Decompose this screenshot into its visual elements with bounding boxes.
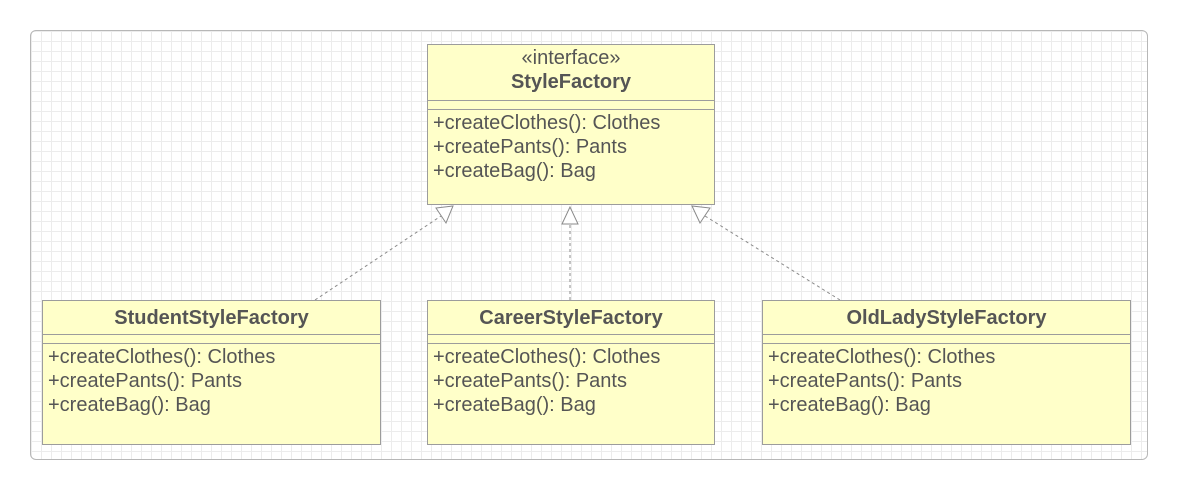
class-careerstylefactory[interactable]: CareerStyleFactory +createClothes(): Clo…: [427, 300, 715, 445]
class-oldladystylefactory[interactable]: OldLadyStyleFactory +createClothes(): Cl…: [762, 300, 1131, 445]
class-header: StudentStyleFactory: [43, 301, 380, 335]
class-attributes-compartment: [43, 335, 380, 344]
class-stereotype: «interface»: [521, 47, 621, 69]
class-attributes-compartment: [763, 335, 1130, 344]
class-name: StyleFactory: [510, 71, 632, 93]
class-operation: +createPants(): Pants: [768, 370, 962, 392]
interface-class-stylefactory[interactable]: «interface» StyleFactory +createClothes(…: [427, 44, 715, 205]
class-operation: +createPants(): Pants: [433, 370, 627, 392]
class-studentstylefactory[interactable]: StudentStyleFactory +createClothes(): Cl…: [42, 300, 381, 445]
realization-student: [314, 205, 454, 301]
class-operation: +createClothes(): Clothes: [433, 112, 661, 134]
class-header: CareerStyleFactory: [428, 301, 714, 335]
class-operations-compartment: +createClothes(): Clothes +createPants()…: [763, 344, 1130, 417]
class-name: OldLadyStyleFactory: [846, 307, 1047, 329]
class-operation: +createClothes(): Clothes: [48, 346, 276, 368]
class-operation: +createClothes(): Clothes: [768, 346, 996, 368]
class-attributes-compartment: [428, 335, 714, 344]
class-name: CareerStyleFactory: [479, 307, 663, 329]
class-operation: +createBag(): Bag: [433, 160, 596, 182]
class-operation: +createBag(): Bag: [768, 394, 931, 416]
class-name: StudentStyleFactory: [114, 307, 309, 329]
class-header: OldLadyStyleFactory: [763, 301, 1130, 335]
class-operations-compartment: +createClothes(): Clothes +createPants()…: [43, 344, 380, 417]
class-operations-compartment: +createClothes(): Clothes +createPants()…: [428, 110, 714, 183]
class-operation: +createBag(): Bag: [48, 394, 211, 416]
class-operation: +createPants(): Pants: [48, 370, 242, 392]
realization-career: [561, 205, 579, 300]
class-operation: +createBag(): Bag: [433, 394, 596, 416]
class-header: «interface» StyleFactory: [428, 45, 714, 101]
class-operation: +createPants(): Pants: [433, 136, 627, 158]
class-operation: +createClothes(): Clothes: [433, 346, 661, 368]
class-operations-compartment: +createClothes(): Clothes +createPants()…: [428, 344, 714, 417]
realization-oldlady: [691, 205, 841, 301]
class-attributes-compartment: [428, 101, 714, 110]
